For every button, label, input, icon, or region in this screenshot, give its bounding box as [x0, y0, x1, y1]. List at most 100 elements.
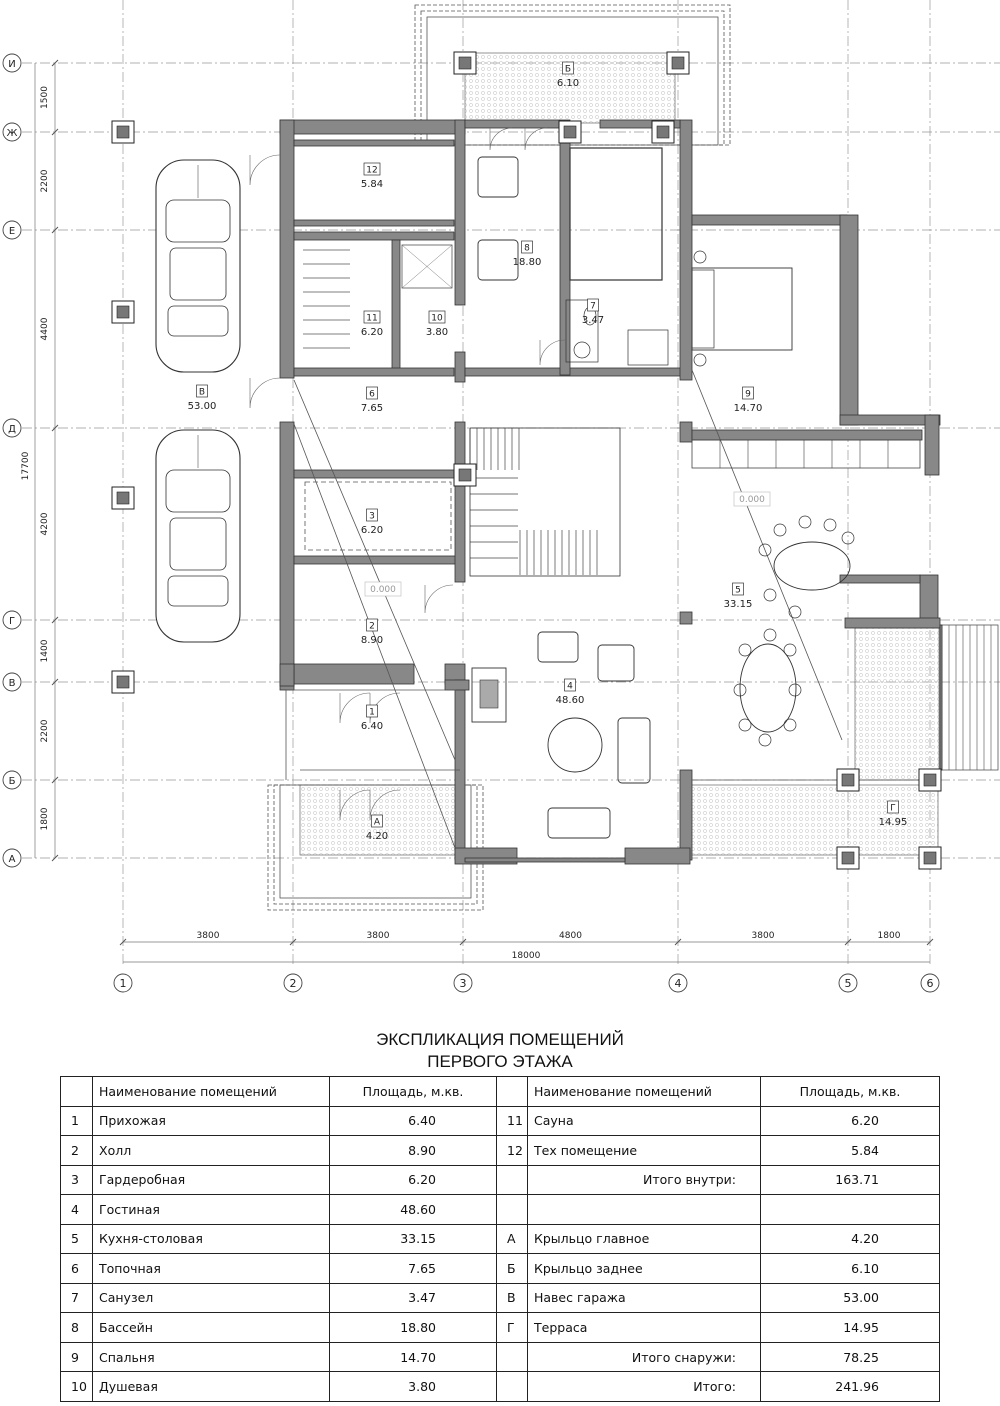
- header-area: Площадь, м.кв.: [329, 1076, 497, 1107]
- room-area: 53.00: [760, 1282, 940, 1314]
- room-number: 6: [369, 390, 375, 400]
- room-name: Топочная: [92, 1253, 330, 1284]
- room-number: А: [374, 818, 381, 828]
- chair: [758, 543, 772, 557]
- room-number-box: [366, 704, 378, 718]
- car-windshield: [165, 199, 231, 243]
- room-number-box: [366, 508, 378, 522]
- total-label: Итого снаружи:: [527, 1341, 761, 1373]
- room-area: 8.90: [329, 1135, 497, 1166]
- shower-tray: [401, 244, 453, 289]
- dim-tick: [459, 938, 467, 946]
- dim-text: 4400: [40, 317, 50, 340]
- wardrobe: [304, 481, 452, 551]
- car: [155, 429, 241, 643]
- room-area: 14.95: [760, 1312, 940, 1343]
- axis-label-col: 6: [927, 977, 934, 990]
- room-number: 11: [366, 314, 377, 324]
- room-area: 6.20: [760, 1105, 940, 1137]
- dim-text: 1400: [40, 639, 50, 662]
- dim-text-total: 17700: [21, 451, 31, 480]
- car: [155, 159, 241, 373]
- wall: [279, 663, 295, 687]
- wall: [444, 679, 470, 691]
- wall-thin: [691, 369, 843, 741]
- room-name: Терраса: [527, 1312, 761, 1343]
- room-number: 7: [590, 302, 596, 312]
- dim-text: 3800: [197, 931, 220, 941]
- chair: [788, 683, 802, 697]
- room-number-box: [366, 618, 378, 632]
- kitchen-table: [773, 541, 851, 591]
- seat: [537, 631, 579, 663]
- wall: [391, 239, 401, 376]
- wc-room: [565, 299, 599, 363]
- columns: [111, 51, 942, 870]
- seat: [597, 644, 635, 682]
- stair-outline: [469, 427, 621, 577]
- room-area: 5.84: [361, 179, 383, 190]
- dim-tick: [51, 616, 59, 624]
- chair: [788, 605, 802, 619]
- column-inner: [116, 305, 130, 319]
- wall: [919, 574, 939, 626]
- seat: [477, 239, 519, 281]
- dim-tick: [51, 678, 59, 686]
- room-num: Г: [496, 1312, 528, 1343]
- wall: [624, 847, 691, 865]
- pool: [569, 147, 663, 281]
- chair: [783, 643, 797, 657]
- paved-area: [687, 784, 939, 856]
- car-windshield: [165, 469, 231, 513]
- porches-terraces: [267, 4, 999, 911]
- room-num: [496, 1164, 528, 1196]
- room-area: 5.84: [760, 1135, 940, 1166]
- dim-tick: [51, 226, 59, 234]
- garage-cars: [155, 159, 241, 643]
- wall: [839, 574, 921, 584]
- dim-tick: [844, 938, 852, 946]
- chair: [738, 718, 752, 732]
- wall: [464, 119, 561, 129]
- room-area: 53.00: [188, 401, 217, 412]
- room-number-box: [564, 678, 576, 692]
- wall: [679, 769, 693, 861]
- column-inner: [116, 675, 130, 689]
- axis-bubble: [838, 973, 858, 993]
- room-area: 6.40: [361, 721, 383, 732]
- room-number-box: [732, 582, 744, 596]
- wall: [293, 219, 455, 227]
- wall: [679, 421, 693, 443]
- column-inner: [923, 773, 937, 787]
- paved-area: [854, 627, 940, 781]
- dim-tick: [119, 938, 127, 946]
- bed-pillows: [691, 269, 715, 349]
- room-number-box: [428, 310, 446, 324]
- wall: [691, 429, 923, 441]
- door-swing: [249, 377, 281, 409]
- room-name: Холл: [92, 1135, 330, 1166]
- room-number-box: [887, 800, 899, 814]
- car-rear-window: [167, 575, 229, 607]
- room-number-box: [562, 61, 574, 75]
- chair: [841, 531, 855, 545]
- seat: [477, 156, 519, 198]
- header-name: Наименование помещений: [527, 1076, 761, 1107]
- room-num: 11: [496, 1105, 528, 1137]
- wall: [279, 421, 295, 691]
- room-num: 9: [60, 1341, 93, 1373]
- dim-tick: [51, 854, 59, 862]
- porch-step: [279, 784, 472, 899]
- room-area: 3.80: [329, 1371, 497, 1402]
- room-num: 2: [60, 1135, 93, 1166]
- wall: [293, 231, 455, 241]
- room-area: 14.95: [879, 817, 908, 828]
- dim-text-total: 18000: [512, 951, 541, 961]
- room-number: 12: [366, 166, 377, 176]
